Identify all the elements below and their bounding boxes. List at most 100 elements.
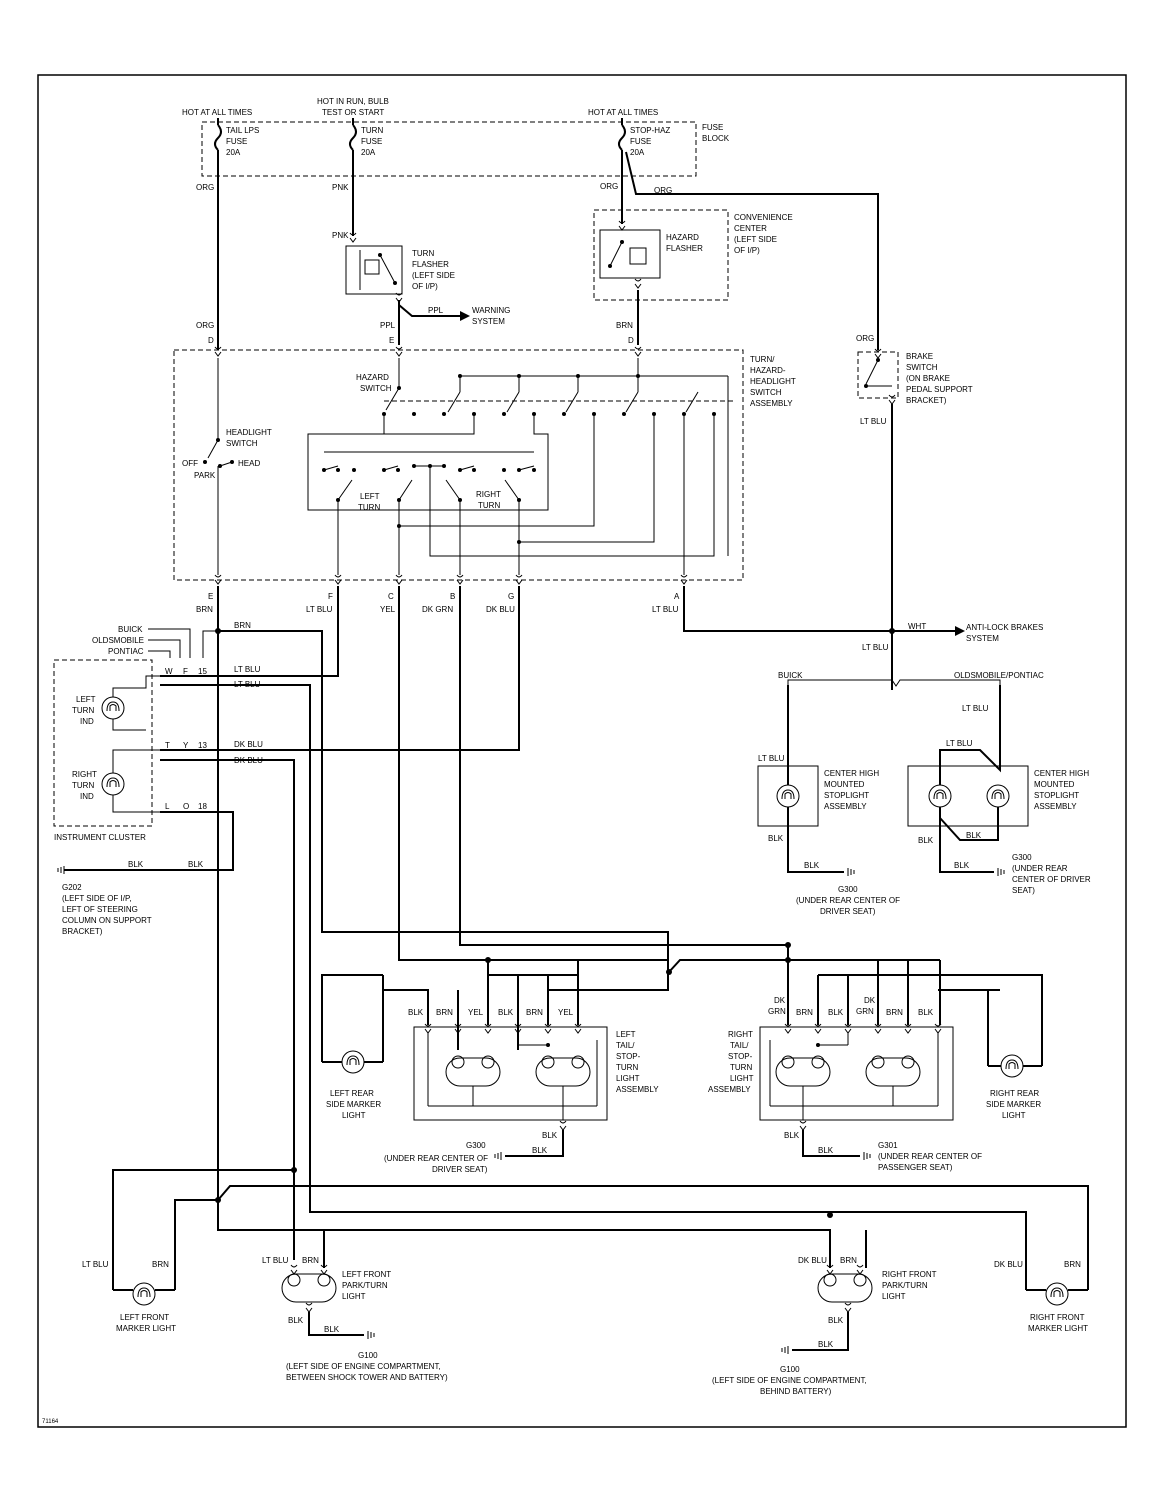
label-cluster-lt-blu-1: LT BLU	[234, 665, 261, 674]
label-pin-c: C	[388, 592, 394, 601]
label-hazard-switch: HAZARD	[356, 373, 389, 382]
label-right-front-park-turn-3: LIGHT	[882, 1292, 906, 1301]
label-lr-blk4: BLK	[532, 1146, 548, 1155]
label-right-front-marker-2: MARKER LIGHT	[1028, 1324, 1088, 1333]
label-pin-f: F	[328, 592, 333, 601]
label-tail-fuse-2: FUSE	[226, 137, 247, 146]
label-blk-co3: BLK	[954, 861, 970, 870]
label-wire-dk-grn: DK GRN	[422, 605, 453, 614]
label-lr-blk3: BLK	[542, 1131, 558, 1140]
label-rr-brn2: BRN	[886, 1008, 903, 1017]
label-turn-flasher-2: FLASHER	[412, 260, 449, 269]
label-left-turn-ind-2: TURN	[72, 706, 94, 715]
label-headlight-switch: HEADLIGHT	[226, 428, 272, 437]
left-tail-assembly	[413, 1023, 608, 1131]
label-pin-o: O	[183, 802, 189, 811]
label-right-front-park-turn: RIGHT FRONT	[882, 1270, 937, 1279]
chmsl-buick	[757, 685, 855, 877]
label-turn-flasher-4: OF I/P)	[412, 282, 438, 291]
label-wire-yel: YEL	[380, 605, 396, 614]
label-right-turn-ind: RIGHT	[72, 770, 97, 779]
label-stop-haz-fuse: STOP-HAZ	[630, 126, 670, 135]
right-tail-assembly	[759, 1023, 954, 1131]
label-convenience-center: CONVENIENCE	[734, 213, 793, 222]
label-lfp-brn: BRN	[302, 1256, 319, 1265]
label-ppl-1: PPL	[428, 306, 444, 315]
label-left-tail-2: TAIL/	[616, 1041, 635, 1050]
label-g202-4: COLUMN ON SUPPORT	[62, 916, 152, 925]
instrument-cluster	[53, 659, 160, 827]
label-rr-blk4: BLK	[818, 1146, 834, 1155]
label-hot-in-run: HOT IN RUN, BULB	[317, 97, 389, 106]
label-g300-olds-2: (UNDER REAR	[1012, 864, 1068, 873]
label-org-4: ORG	[196, 321, 214, 330]
label-anti-lock-brakes-2: SYSTEM	[966, 634, 999, 643]
label-right-turn-2: TURN	[478, 501, 500, 510]
label-left-turn-ind-3: IND	[80, 717, 94, 726]
label-lt-blu-b: LT BLU	[758, 754, 785, 763]
label-pin-t: T	[165, 741, 170, 750]
label-g100-right-2: (LEFT SIDE OF ENGINE COMPARTMENT,	[712, 1376, 867, 1385]
label-g301-3: PASSENGER SEAT)	[878, 1163, 953, 1172]
label-lr-blk: BLK	[408, 1008, 424, 1017]
label-right-front-marker: RIGHT FRONT	[1030, 1313, 1085, 1322]
label-rf-brn: BRN	[1064, 1260, 1081, 1269]
label-blk-g202a: BLK	[128, 860, 144, 869]
label-lfp-lt-blu: LT BLU	[262, 1256, 289, 1265]
label-g100-right-3: BEHIND BATTERY)	[760, 1387, 832, 1396]
label-left-tail: LEFT	[616, 1030, 636, 1039]
label-fuse-block: FUSE	[702, 123, 723, 132]
label-wire-brn: BRN	[196, 605, 213, 614]
label-hot-at-all-times-tail: HOT AT ALL TIMES	[182, 108, 252, 117]
label-blk-g202b: BLK	[188, 860, 204, 869]
label-turn-hazard-headlight-switch-5: ASSEMBLY	[750, 399, 793, 408]
label-left-turn: LEFT	[360, 492, 380, 501]
label-g300-rear-2: (UNDER REAR CENTER OF	[384, 1154, 488, 1163]
label-lf-brn: BRN	[152, 1260, 169, 1269]
label-pin-y: Y	[183, 741, 189, 750]
label-turn-hazard-headlight-switch-3: HEADLIGHT	[750, 377, 796, 386]
label-pin-13: 13	[198, 741, 207, 750]
label-right-tail-6: ASSEMBLY	[708, 1085, 751, 1094]
label-left-tail-4: TURN	[616, 1063, 638, 1072]
label-convenience-center-4: OF I/P)	[734, 246, 760, 255]
label-g300-olds-4: SEAT)	[1012, 886, 1035, 895]
label-turn-fuse-3: 20A	[361, 148, 376, 157]
label-convenience-center-3: (LEFT SIDE	[734, 235, 777, 244]
label-rfp-blk1: BLK	[828, 1316, 844, 1325]
label-rr-dk2: DK	[864, 996, 876, 1005]
label-hazard-flasher: HAZARD	[666, 233, 699, 242]
label-lt-blu-o2: LT BLU	[946, 739, 973, 748]
label-buick-2: BUICK	[778, 671, 803, 680]
label-turn-hazard-headlight-switch-2: HAZARD-	[750, 366, 786, 375]
label-rr-blk1: BLK	[828, 1008, 844, 1017]
label-right-tail-5: LIGHT	[730, 1074, 754, 1083]
label-pin-l: L	[165, 802, 170, 811]
label-lr-yel1: YEL	[468, 1008, 484, 1017]
label-ppl-2: PPL	[380, 321, 396, 330]
label-rr-blk2: BLK	[918, 1008, 934, 1017]
label-rr-grn1: GRN	[768, 1007, 786, 1016]
label-pin-15: 15	[198, 667, 207, 676]
label-oldsmobile-1: OLDSMOBILE	[92, 636, 144, 645]
label-chmsl-olds-3: STOPLIGHT	[1034, 791, 1079, 800]
label-rr-brn1: BRN	[796, 1008, 813, 1017]
label-turn-hazard-headlight-switch-4: SWITCH	[750, 388, 782, 397]
label-right-tail-4: TURN	[730, 1063, 752, 1072]
label-fuse-block-2: BLOCK	[702, 134, 730, 143]
label-left-rear-side-marker: LEFT REAR	[330, 1089, 374, 1098]
label-pin-d1: D	[208, 336, 214, 345]
label-pin-g: G	[508, 592, 514, 601]
label-left-tail-3: STOP-	[616, 1052, 641, 1061]
label-turn-fuse-2: FUSE	[361, 137, 382, 146]
diagram-labels: HOT AT ALL TIMES HOT IN RUN, BULB TEST O…	[42, 97, 1091, 1425]
label-hazard-switch-2: SWITCH	[360, 384, 392, 393]
label-left-turn-2: TURN	[358, 503, 380, 512]
label-chmsl-olds-4: ASSEMBLY	[1034, 802, 1077, 811]
label-chmsl-buick: CENTER HIGH	[824, 769, 879, 778]
label-pin-a: A	[674, 592, 680, 601]
label-pin-e2: E	[208, 592, 213, 601]
label-oldsmobile-pontiac: OLDSMOBILE/PONTIAC	[954, 671, 1044, 680]
label-rr-dk1: DK	[774, 996, 786, 1005]
label-g300-olds: G300	[1012, 853, 1032, 862]
